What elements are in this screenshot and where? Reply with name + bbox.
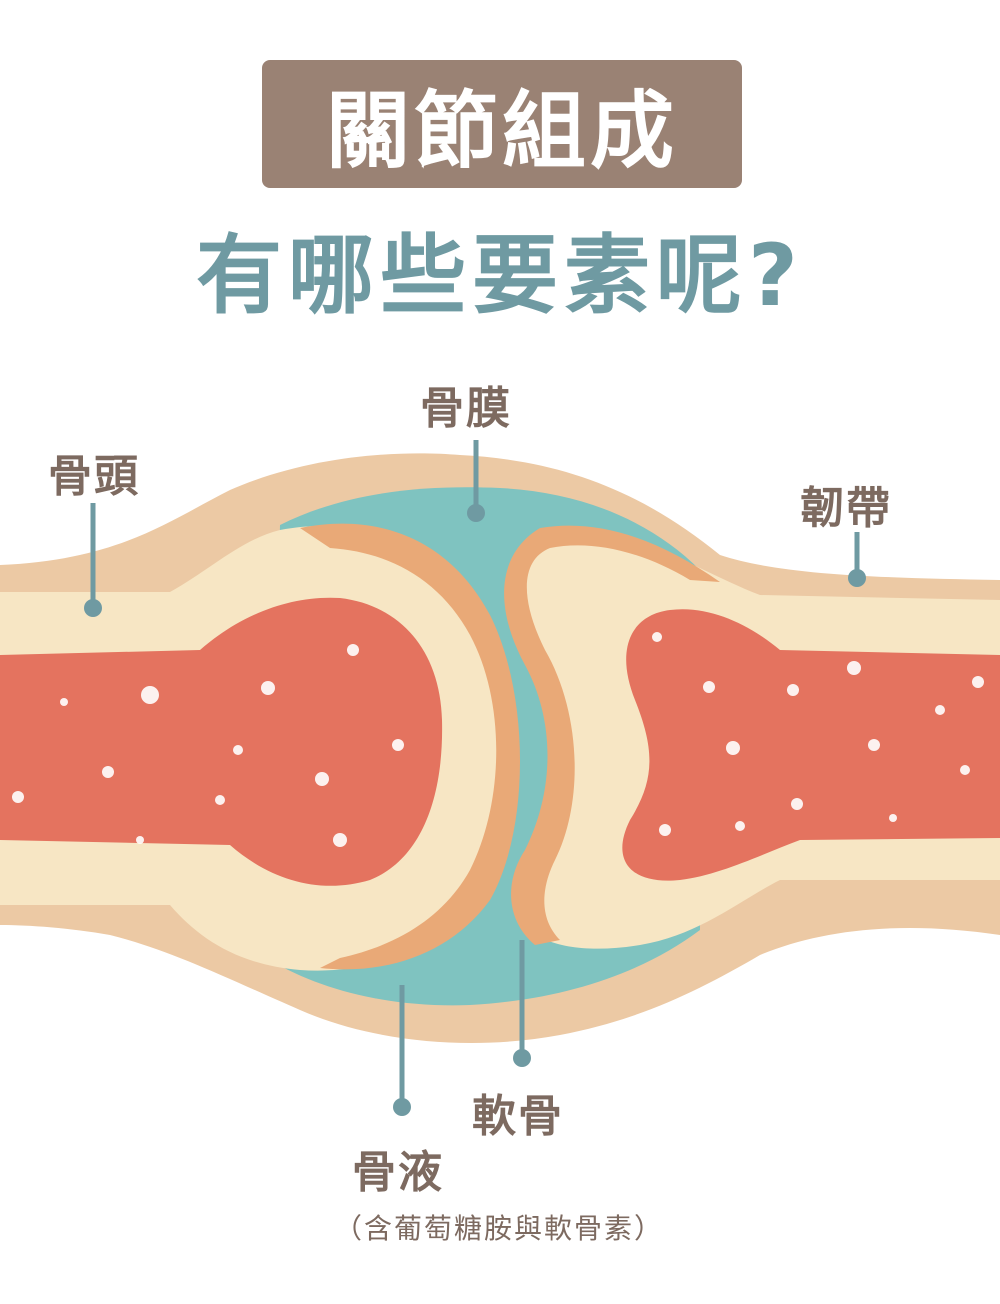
marrow-dots xyxy=(12,632,984,847)
title: 關節組成 xyxy=(325,81,678,180)
subtitle: 有哪些要素呢? xyxy=(196,226,804,326)
label-periosteum: 骨膜 xyxy=(420,383,512,434)
label-synovial-fluid: 骨液 xyxy=(352,1147,444,1198)
label-ligament: 韌帶 xyxy=(800,483,892,534)
label-bone: 骨頭 xyxy=(48,451,140,502)
title-banner: 關節組成 xyxy=(262,60,742,188)
pointer-dots xyxy=(84,504,866,1116)
right-marrow xyxy=(622,609,1000,881)
label-cartilage: 軟骨 xyxy=(472,1091,564,1142)
right-cartilage xyxy=(504,525,720,945)
left-marrow xyxy=(0,597,443,886)
synovial-fluid-note: （含葡萄糖胺與軟骨素） xyxy=(334,1212,665,1245)
